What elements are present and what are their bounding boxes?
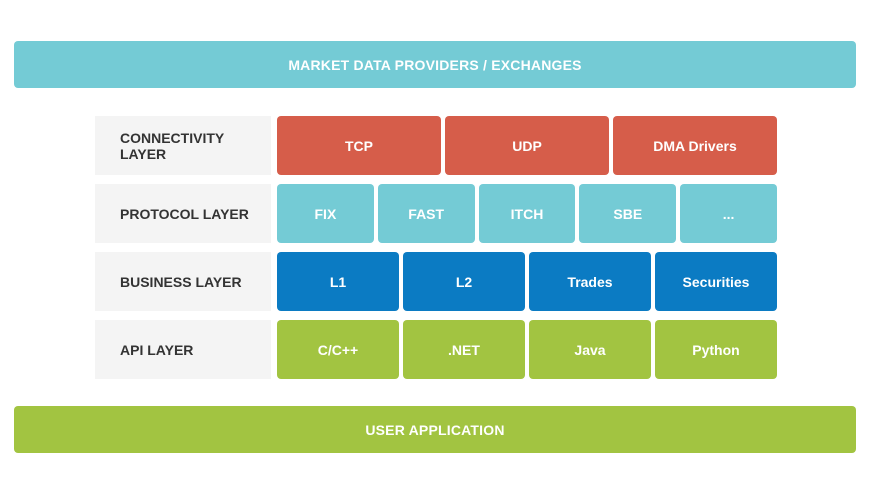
protocol-layer-row: PROTOCOL LAYER FIX FAST ITCH SBE ... xyxy=(95,184,777,243)
business-item-securities: Securities xyxy=(655,252,777,311)
connectivity-layer-label: CONNECTIVITY LAYER xyxy=(95,116,271,175)
connectivity-item-dma-drivers: DMA Drivers xyxy=(613,116,777,175)
api-item-java: Java xyxy=(529,320,651,379)
api-item-cpp: C/C++ xyxy=(277,320,399,379)
protocol-item-more: ... xyxy=(680,184,777,243)
business-item-l1: L1 xyxy=(277,252,399,311)
business-item-l2: L2 xyxy=(403,252,525,311)
api-layer-items: C/C++ .NET Java Python xyxy=(277,320,777,379)
connectivity-item-udp: UDP xyxy=(445,116,609,175)
api-layer-label: API LAYER xyxy=(95,320,271,379)
protocol-layer-label: PROTOCOL LAYER xyxy=(95,184,271,243)
user-application-bar: USER APPLICATION xyxy=(14,406,856,453)
connectivity-layer-items: TCP UDP DMA Drivers xyxy=(277,116,777,175)
protocol-item-itch: ITCH xyxy=(478,184,576,243)
api-layer-row: API LAYER C/C++ .NET Java Python xyxy=(95,320,777,379)
connectivity-layer-row: CONNECTIVITY LAYER TCP UDP DMA Drivers xyxy=(95,116,777,175)
market-data-providers-bar: MARKET DATA PROVIDERS / EXCHANGES xyxy=(14,41,856,88)
user-application-label: USER APPLICATION xyxy=(365,421,505,438)
protocol-item-fix: FIX xyxy=(277,184,374,243)
connectivity-item-tcp: TCP xyxy=(277,116,441,175)
business-item-trades: Trades xyxy=(529,252,651,311)
business-layer-label: BUSINESS LAYER xyxy=(95,252,271,311)
api-item-dotnet: .NET xyxy=(403,320,525,379)
protocol-layer-items: FIX FAST ITCH SBE ... xyxy=(277,184,777,243)
protocol-item-sbe: SBE xyxy=(579,184,677,243)
business-layer-items: L1 L2 Trades Securities xyxy=(277,252,777,311)
protocol-item-fast: FAST xyxy=(377,184,475,243)
api-item-python: Python xyxy=(655,320,777,379)
business-layer-row: BUSINESS LAYER L1 L2 Trades Securities xyxy=(95,252,777,311)
market-data-providers-label: MARKET DATA PROVIDERS / EXCHANGES xyxy=(288,56,582,73)
